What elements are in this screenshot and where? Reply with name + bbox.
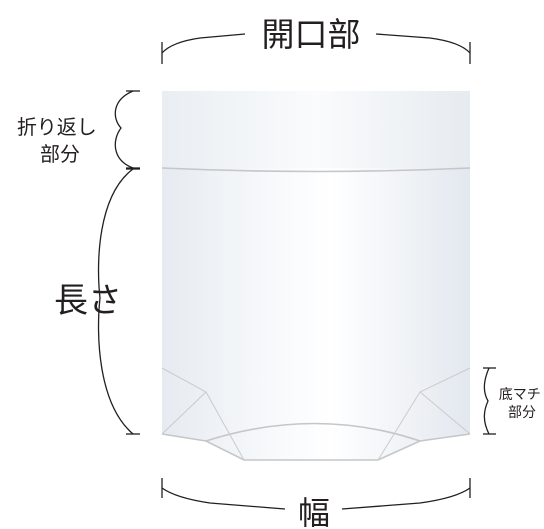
bottom-gusset-label-line1: 底マチ [499, 387, 541, 403]
width-dimension: 幅 [161, 478, 471, 529]
width-label: 幅 [298, 494, 330, 529]
bottom-gusset-label-line2: 部分 [508, 405, 536, 421]
bottom-gusset-label: 底マチ 部分 [499, 387, 544, 421]
fold-back-label: 折り返し 部分 [17, 115, 103, 166]
width-brace-right [341, 487, 471, 510]
width-brace-left [161, 487, 286, 510]
gusset-crease-left-inner [161, 391, 207, 435]
gusset-crease-right-inner [419, 391, 471, 435]
opening-label: 開口部 [262, 15, 361, 54]
pouch-body [162, 91, 470, 460]
opening-brace-right [375, 33, 471, 54]
fold-back-dimension: 折り返し 部分 [17, 90, 140, 169]
length-label: 長さ [54, 281, 122, 321]
opening-brace-left [161, 33, 246, 54]
pouch-bag [161, 91, 471, 461]
length-brace [97, 168, 134, 435]
length-dimension: 長さ [54, 168, 140, 435]
opening-dimension: 開口部 [161, 15, 471, 64]
fold-back-label-line1: 折り返し [17, 115, 97, 139]
gusset-brace [483, 367, 490, 435]
fold-back-brace [114, 90, 134, 169]
bottom-outline [161, 433, 471, 461]
bottom-gusset-dimension: 底マチ 部分 [483, 367, 544, 435]
fold-seam-line [161, 167, 471, 173]
fold-back-label-line2: 部分 [40, 142, 80, 166]
fold-back-band [162, 91, 470, 168]
